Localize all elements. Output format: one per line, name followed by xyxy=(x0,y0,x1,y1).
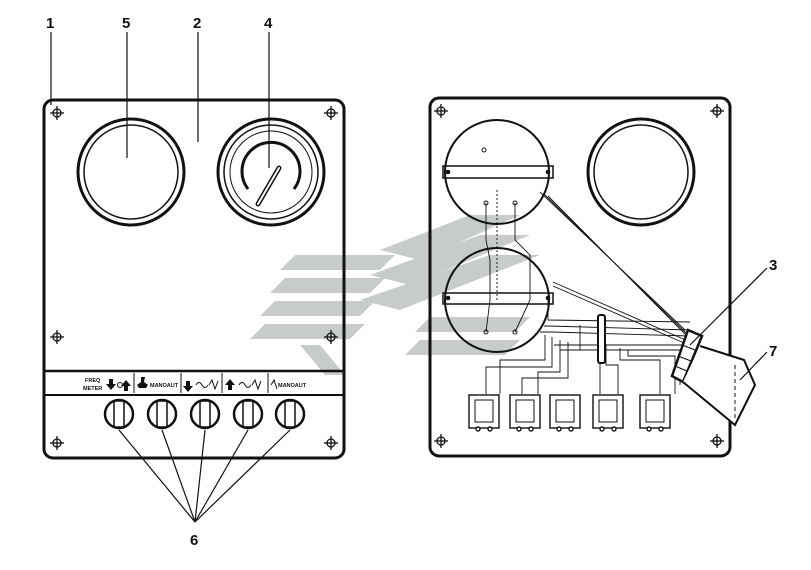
front-panel xyxy=(42,98,346,460)
rear-panel-plate xyxy=(428,96,732,458)
person-icon xyxy=(137,377,148,388)
selector-knob xyxy=(232,398,264,430)
screw-icon xyxy=(324,106,338,120)
arrow-down-icon xyxy=(106,379,116,390)
switch-body xyxy=(549,394,581,432)
arrow-up-icon xyxy=(121,380,131,391)
front-panel-plate xyxy=(42,98,346,460)
callout-3: 3 xyxy=(769,257,777,274)
screw-icon xyxy=(710,434,724,448)
gauge-meter xyxy=(216,117,326,227)
arrow-down-icon xyxy=(183,381,193,392)
switch-body xyxy=(509,394,541,432)
callout-5: 5 xyxy=(122,15,130,32)
screw-icon xyxy=(50,330,64,344)
screw-icon xyxy=(50,436,64,450)
leader-lines xyxy=(50,32,768,523)
screw-icon xyxy=(324,436,338,450)
screw-icon xyxy=(434,104,448,118)
switch-body xyxy=(468,394,500,432)
arrow-up-icon xyxy=(225,379,235,390)
callout-6: 6 xyxy=(190,532,198,549)
wave-icon xyxy=(195,378,219,391)
selector-knob xyxy=(103,398,135,430)
cable-connector xyxy=(670,328,757,427)
blank-meter xyxy=(76,117,186,227)
screw-icon xyxy=(50,106,64,120)
selector-knob xyxy=(189,398,221,430)
screw-icon xyxy=(324,330,338,344)
rear-panel xyxy=(428,96,757,458)
strip-label-manoaut-1: MANOAUT xyxy=(150,383,179,389)
wire-clamp xyxy=(597,314,606,364)
callout-4: 4 xyxy=(264,15,273,32)
switch-label-strip xyxy=(44,369,344,396)
wave-icon xyxy=(238,378,278,391)
strip-label-freq: FREQ xyxy=(85,378,101,384)
callout-2: 2 xyxy=(193,15,201,32)
selector-knob xyxy=(274,398,306,430)
strip-label-meter: METER xyxy=(83,386,102,392)
screw-icon xyxy=(434,434,448,448)
callout-7: 7 xyxy=(769,343,777,360)
switch-body xyxy=(639,394,671,432)
meter-cutout-right xyxy=(586,117,696,227)
strip-label-manoaut-2: MANOAUT xyxy=(278,383,307,389)
selector-knob xyxy=(146,398,178,430)
meter-back-upper xyxy=(442,119,554,225)
circle-icon xyxy=(117,382,123,388)
screw-icon xyxy=(710,104,724,118)
switch-body xyxy=(592,394,624,432)
callout-1: 1 xyxy=(46,15,54,32)
